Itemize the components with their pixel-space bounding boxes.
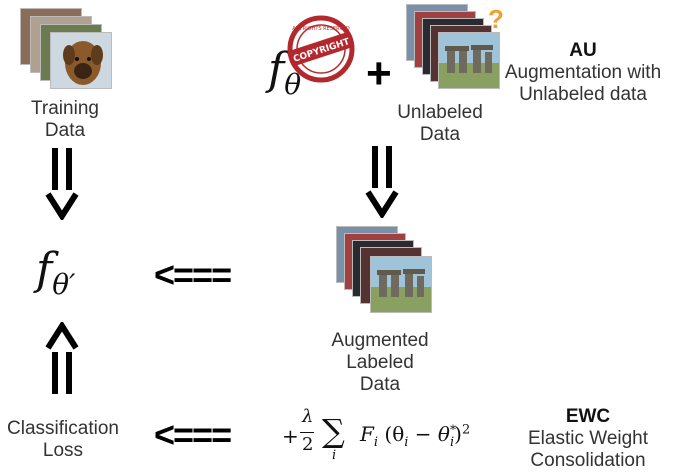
- ewc-formula: + λ 2 ∑ i Fi (θi − θ*i)2: [282, 404, 502, 466]
- formula-two: 2: [302, 434, 314, 455]
- stonehenge-icon: [439, 33, 499, 88]
- down-arrow-left: [45, 148, 79, 220]
- unlabeled-data-images: [406, 4, 500, 89]
- augmented-data-label: Augmented Labeled Data: [331, 330, 429, 395]
- formula-body: Fi (θi − θ*i)2: [360, 422, 471, 450]
- training-data-label: Training Data: [31, 98, 99, 141]
- model-f-theta: fθ: [268, 44, 302, 101]
- copyright-stamp: COPYRIGHT ALL RIGHTS RESERVED: [287, 15, 355, 83]
- stamp-ring-text: ALL RIGHTS RESERVED: [292, 26, 350, 32]
- dog-image: [50, 32, 112, 89]
- augmented-stonehenge-image: [370, 256, 432, 313]
- classification-loss-label: Classification Loss: [7, 418, 119, 461]
- ewc-title: EWC: [565, 406, 611, 427]
- augmented-data-images: [336, 226, 436, 316]
- plus-sign: +: [366, 49, 392, 98]
- result-model-f-theta-prime: fθ′: [36, 244, 76, 301]
- augmented-stonehenge-icon: [371, 257, 431, 312]
- au-title: AU: [569, 40, 597, 61]
- training-data-images: [20, 8, 112, 89]
- unlabeled-data-label: Unlabeled Data: [397, 102, 483, 145]
- formula-sum-index: i: [332, 448, 337, 463]
- question-mark: ?: [488, 4, 504, 34]
- au-block: AU Augmentation with Unlabeled data: [500, 40, 666, 106]
- formula-sum: ∑: [322, 412, 345, 450]
- formula-fraction-bar: [300, 432, 314, 433]
- formula-lambda: λ: [302, 406, 314, 427]
- left-arrow-middle: <===: [154, 254, 232, 295]
- ewc-block: EWC Elastic Weight Consolidation: [510, 406, 666, 472]
- dog-icon: [51, 33, 111, 88]
- left-arrow-bottom: <===: [154, 414, 232, 455]
- up-arrow-left: [45, 322, 79, 394]
- down-arrow-center: [365, 146, 399, 218]
- stonehenge-image: [438, 32, 500, 89]
- formula-plus: +: [282, 424, 299, 448]
